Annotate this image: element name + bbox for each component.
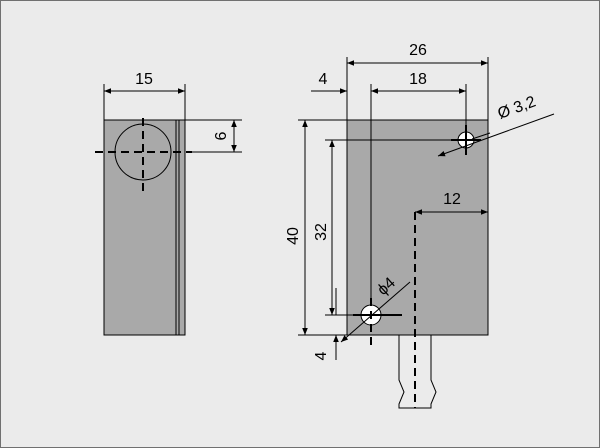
front-hole-spacing-label: 18 — [409, 71, 427, 88]
front-width-label: 26 — [409, 42, 427, 59]
front-view: 26 18 4 40 32 4 12 Ø 3,2 — [285, 42, 555, 409]
side-offset-label: 6 — [213, 131, 230, 140]
side-width-label: 15 — [135, 71, 153, 88]
front-left-offset-label: 4 — [319, 71, 328, 88]
front-vspacing-label: 32 — [313, 223, 330, 241]
hole-small-leader-tip — [471, 132, 491, 140]
side-view: 15 6 — [95, 71, 242, 336]
hole-small-label: Ø 3,2 — [496, 93, 539, 122]
front-height-label: 40 — [285, 227, 302, 245]
hole-small-leader — [437, 113, 555, 157]
hole-large-leader — [340, 281, 411, 343]
cable-offset-label: 12 — [443, 191, 461, 208]
front-bottom-offset-label: 4 — [313, 351, 330, 360]
cable — [398, 334, 437, 409]
